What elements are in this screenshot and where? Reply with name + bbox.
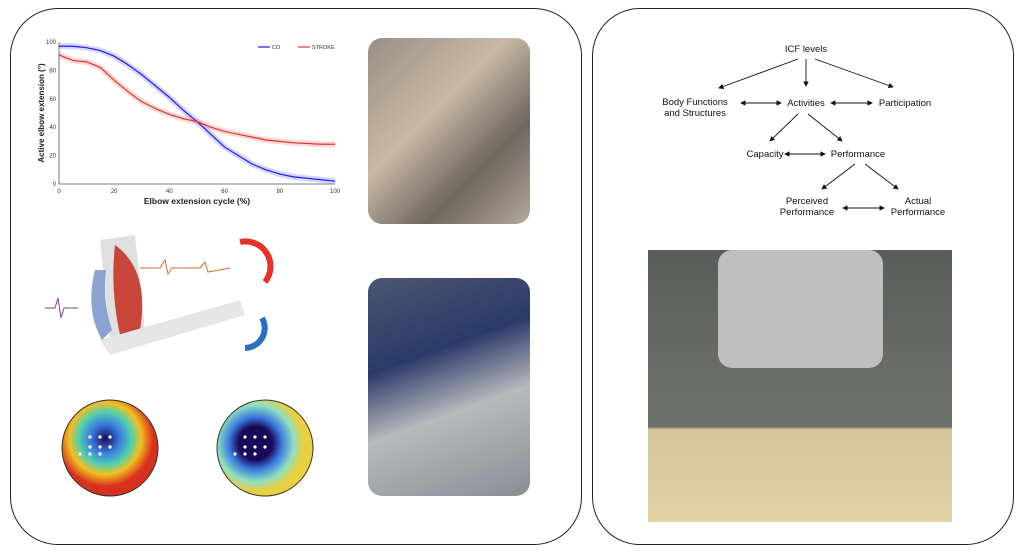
icf-actual-performance: Actual Performance <box>890 196 946 218</box>
y-tick-label: 40 <box>49 125 56 131</box>
y-tick-label: 80 <box>49 68 56 74</box>
legend-label-stroke: STROKE <box>312 45 335 51</box>
grasping-task-video <box>648 250 952 522</box>
icf-participation: Participation <box>878 98 932 109</box>
icf-activities: Activities <box>787 98 825 109</box>
y-tick-label: 100 <box>46 40 57 46</box>
eeg-topomap-left <box>61 399 159 497</box>
robot-device-photo <box>368 278 530 496</box>
y-axis-label: Active elbow extension (°) <box>37 63 46 163</box>
arm-muscle-emg-illustration <box>45 235 274 355</box>
x-axis-label: Elbow extension cycle (%) <box>144 196 250 206</box>
y-tick-label: 60 <box>49 97 56 103</box>
icf-root: ICF levels <box>784 44 828 55</box>
y-tick-label: 0 <box>53 182 57 188</box>
x-tick-label: 20 <box>111 189 118 195</box>
right-panel <box>592 8 1014 545</box>
legend-label-co: CO <box>272 45 281 51</box>
top-view-photo <box>368 38 530 224</box>
x-tick-label: 60 <box>221 189 228 195</box>
face-blur <box>718 250 883 368</box>
x-tick-label: 80 <box>276 189 283 195</box>
y-tick-label: 20 <box>49 154 56 160</box>
x-tick-label: 40 <box>166 189 173 195</box>
series-line-stroke <box>58 54 335 145</box>
x-tick-label: 100 <box>330 189 341 195</box>
x-tick-label: 0 <box>57 189 61 195</box>
left-panel <box>10 8 582 545</box>
icf-body-functions: Body Functions and Structures <box>662 97 728 119</box>
eeg-topomap-right <box>216 399 314 497</box>
icf-performance: Performance <box>830 149 886 160</box>
icf-perceived-performance: Perceived Performance <box>779 196 835 218</box>
icf-capacity: Capacity <box>746 149 784 160</box>
